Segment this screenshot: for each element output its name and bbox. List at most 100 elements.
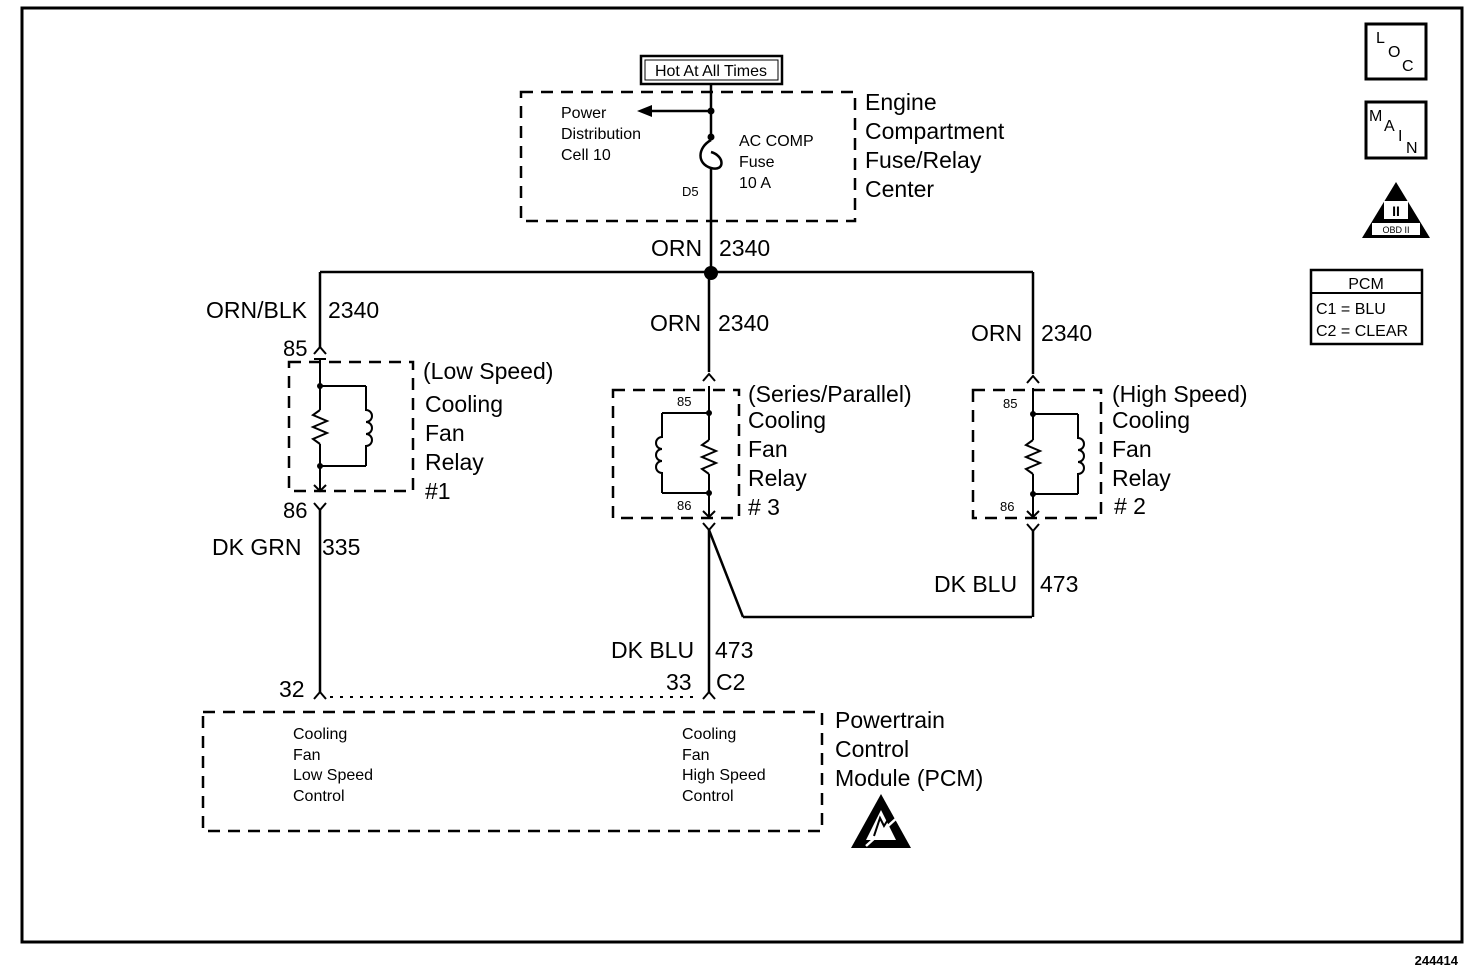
relay2-feed-color: ORN <box>971 320 1022 346</box>
relay1-coil-icon <box>310 360 373 493</box>
svg-text:PCM: PCM <box>1348 276 1384 293</box>
pcm-in-color: DK BLU <box>611 637 694 663</box>
svg-text:Cooling: Cooling <box>293 726 347 743</box>
svg-text:# 2: # 2 <box>1114 493 1146 519</box>
pcm-connector-c2: C2 <box>716 669 745 695</box>
svg-text:Low Speed: Low Speed <box>293 767 373 784</box>
svg-text:Fuse/Relay: Fuse/Relay <box>865 147 982 173</box>
svg-text:Cell 10: Cell 10 <box>561 147 611 164</box>
relay3-pin-86: 86 <box>677 498 691 513</box>
svg-text:Control: Control <box>835 736 909 762</box>
obd-ii-icon: II OBD II <box>1362 182 1430 238</box>
svg-text:Relay: Relay <box>425 449 484 475</box>
svg-text:Fan: Fan <box>293 747 321 764</box>
pcm-low-speed-control: Cooling Fan Low Speed Control <box>293 726 373 805</box>
svg-text:Cooling: Cooling <box>1112 407 1190 433</box>
svg-text:Control: Control <box>293 788 345 805</box>
svg-text:(High Speed): (High Speed) <box>1112 381 1248 407</box>
svg-text:Cooling: Cooling <box>682 726 736 743</box>
fuse-icon <box>699 138 723 170</box>
esd-warning-icon <box>851 794 911 848</box>
arrow-left-icon <box>637 105 652 117</box>
pcm-high-speed-control: Cooling Fan High Speed Control <box>682 726 766 805</box>
relay1-name: (Low Speed) Cooling Fan Relay #1 <box>423 358 553 504</box>
relay3-box <box>611 388 741 520</box>
relay3-name: (Series/Parallel) Cooling Fan Relay # 3 <box>748 381 912 520</box>
relay2-pin-86: 86 <box>1000 499 1014 514</box>
pcm-box <box>201 710 824 833</box>
svg-text:(Series/Parallel): (Series/Parallel) <box>748 381 912 407</box>
svg-text:Module (PCM): Module (PCM) <box>835 765 983 791</box>
svg-text:L: L <box>1376 30 1385 47</box>
relay1-out-color: DK GRN <box>212 534 301 560</box>
fuse-relay-center-box <box>519 90 857 223</box>
relay3-feed-color: ORN <box>650 310 701 336</box>
svg-text:# 3: # 3 <box>748 494 780 520</box>
hot-at-all-times-label: Hot At All Times <box>655 63 767 80</box>
svg-text:II: II <box>1392 203 1400 219</box>
svg-text:Distribution: Distribution <box>561 126 641 143</box>
relay1-feed-color: ORN/BLK <box>206 297 308 323</box>
svg-text:High Speed: High Speed <box>682 767 766 784</box>
svg-text:Compartment: Compartment <box>865 118 1005 144</box>
diagram-frame <box>20 6 1464 944</box>
main-icon: M A I N <box>1364 100 1428 160</box>
pcm-pin-33: 33 <box>666 669 692 695</box>
svg-text:Relay: Relay <box>1112 465 1171 491</box>
svg-text:Fan: Fan <box>748 436 788 462</box>
svg-text:Fan: Fan <box>425 420 465 446</box>
relay1-out-circuit: 335 <box>322 534 360 560</box>
svg-text:M: M <box>1369 108 1382 125</box>
svg-text:OBD II: OBD II <box>1382 225 1409 235</box>
svg-text:C: C <box>1402 58 1414 75</box>
svg-text:A: A <box>1384 118 1395 135</box>
svg-text:Center: Center <box>865 176 934 202</box>
svg-text:Powertrain: Powertrain <box>835 707 945 733</box>
relay1-pin-86: 86 <box>283 498 307 523</box>
relay2-name: (High Speed) Cooling Fan Relay # 2 <box>1112 381 1248 519</box>
svg-text:(Low Speed): (Low Speed) <box>423 358 553 384</box>
svg-text:10 A: 10 A <box>739 175 771 192</box>
main-wire-circuit: 2340 <box>719 235 770 261</box>
svg-text:C1 = BLU: C1 = BLU <box>1316 301 1386 318</box>
pcm-pin-32: 32 <box>279 676 305 702</box>
power-distribution-label: Power Distribution Cell 10 <box>561 105 641 164</box>
pcm-in-circuit: 473 <box>715 637 753 663</box>
terminal-d5-label: D5 <box>682 184 699 199</box>
svg-text:Power: Power <box>561 105 607 122</box>
relay3-feed-circuit: 2340 <box>718 310 769 336</box>
relay1-box <box>287 360 415 493</box>
relay1-pin-85: 85 <box>283 336 307 361</box>
relay2-out-color: DK BLU <box>934 571 1017 597</box>
relay2-coil-icon <box>1023 388 1085 519</box>
relay2-box <box>971 388 1103 520</box>
svg-text:Engine: Engine <box>865 89 937 115</box>
fuse-relay-center-name: Engine Compartment Fuse/Relay Center <box>865 89 1005 202</box>
svg-text:I: I <box>1398 128 1402 145</box>
svg-text:Fuse: Fuse <box>739 154 775 171</box>
loc-icon: L O C <box>1364 22 1428 81</box>
splice-dot <box>704 266 718 280</box>
svg-text:C2 = CLEAR: C2 = CLEAR <box>1316 323 1408 340</box>
svg-text:N: N <box>1406 140 1418 157</box>
relay2-pin-85: 85 <box>1003 396 1017 411</box>
relay2-out-circuit: 473 <box>1040 571 1078 597</box>
ac-comp-fuse-label: AC COMP Fuse 10 A <box>739 133 814 192</box>
relay1-feed-circuit: 2340 <box>328 297 379 323</box>
relay2-feed-circuit: 2340 <box>1041 320 1092 346</box>
main-wire-color: ORN <box>651 235 702 261</box>
svg-text:O: O <box>1388 44 1400 61</box>
svg-text:Cooling: Cooling <box>748 407 826 433</box>
relay3-pin-85: 85 <box>677 394 691 409</box>
svg-text:AC COMP: AC COMP <box>739 133 814 150</box>
svg-text:#1: #1 <box>425 478 451 504</box>
pcm-name: Powertrain Control Module (PCM) <box>835 707 983 791</box>
svg-text:Fan: Fan <box>1112 436 1152 462</box>
svg-text:Cooling: Cooling <box>425 391 503 417</box>
svg-text:Relay: Relay <box>748 465 807 491</box>
relay3-coil-icon <box>655 386 719 519</box>
figure-number: 244414 <box>1415 953 1459 968</box>
svg-text:Control: Control <box>682 788 734 805</box>
pcm-connector-legend: PCM C1 = BLU C2 = CLEAR <box>1309 268 1424 346</box>
